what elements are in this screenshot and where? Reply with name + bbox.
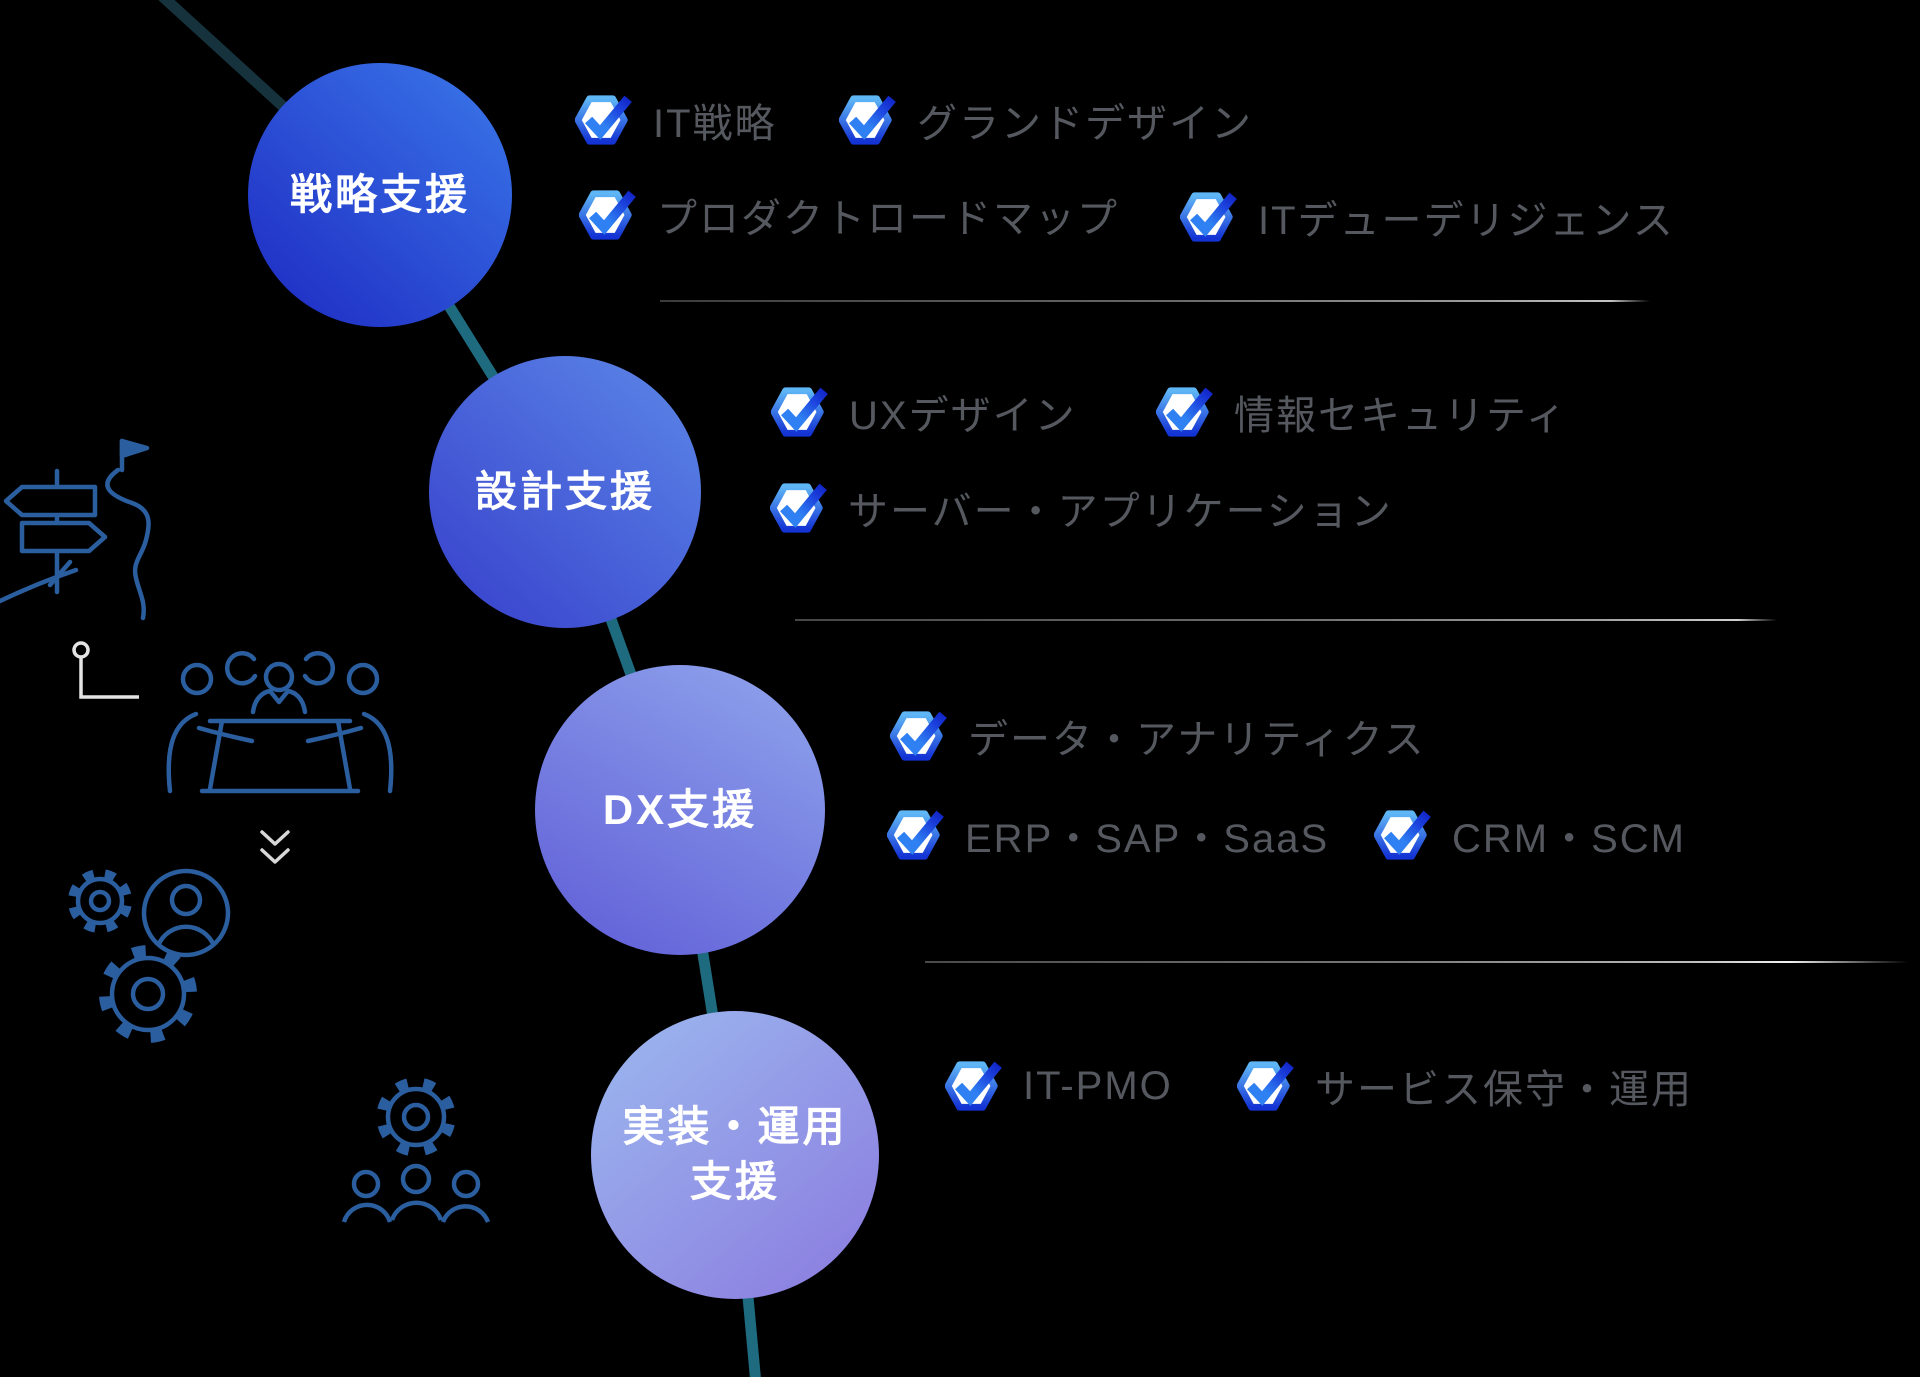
- service-item-service-maintenance: サービス保守・運用: [1237, 1057, 1693, 1115]
- service-item-it-due-diligence: ITデューデリジェンス: [1180, 188, 1675, 246]
- meeting-discussion-icon: [166, 651, 394, 794]
- check-badge-icon: [770, 480, 830, 536]
- service-label: データ・アナリティクス: [968, 718, 1426, 762]
- service-item-product-roadmap: プロダクトロードマップ: [579, 186, 1119, 244]
- stage-label: DX支援: [602, 785, 758, 833]
- stage-label-line2: 支援: [689, 1158, 780, 1205]
- gear-team-icon: [341, 1077, 491, 1223]
- service-label: グランドデザイン: [917, 102, 1253, 146]
- stage-circle-dx: DX支援: [535, 665, 825, 955]
- service-item-it-strategy: IT戦略: [575, 91, 777, 149]
- service-label: プロダクトロードマップ: [657, 197, 1119, 241]
- service-label: ERP・SAP・SaaS: [965, 817, 1330, 861]
- check-badge-icon: [945, 1058, 1005, 1114]
- gears-person-icon: [68, 868, 231, 1043]
- check-badge-icon: [579, 187, 639, 243]
- divider-line-2: [795, 619, 1777, 621]
- service-label: 情報セキュリティ: [1234, 394, 1568, 438]
- stage-circle-implementation: 実装・運用 支援: [591, 1011, 879, 1299]
- check-badge-icon: [1374, 807, 1434, 863]
- stage-label: 実装・運用 支援: [622, 1100, 847, 1209]
- divider-line-1: [660, 300, 1650, 302]
- stage-circle-strategy: 戦略支援: [248, 63, 512, 327]
- service-item-ux-design: UXデザイン: [771, 383, 1077, 441]
- service-label: CRM・SCM: [1452, 817, 1686, 861]
- stage-label: 設計支援: [474, 467, 655, 515]
- check-badge-icon: [890, 708, 950, 764]
- service-item-server-application: サーバー・アプリケーション: [770, 479, 1393, 537]
- service-label: サービス保守・運用: [1315, 1068, 1693, 1112]
- check-badge-icon: [1237, 1058, 1297, 1114]
- service-item-crm-scm: CRM・SCM: [1374, 806, 1686, 864]
- service-label: IT戦略: [653, 102, 777, 146]
- service-item-grand-design: グランドデザイン: [839, 91, 1253, 149]
- service-label: ITデューデリジェンス: [1258, 199, 1675, 243]
- service-item-erp-sap-saas: ERP・SAP・SaaS: [887, 806, 1329, 864]
- service-label: UXデザイン: [849, 394, 1077, 438]
- check-badge-icon: [1156, 384, 1216, 440]
- roadmap-signpost-icon: [0, 438, 151, 621]
- stage-label-line1: 実装・運用: [622, 1103, 848, 1151]
- milestone-marker-icon: [72, 641, 139, 699]
- service-label: IT-PMO: [1023, 1063, 1173, 1108]
- divider-line-3: [925, 961, 1908, 963]
- service-label: サーバー・アプリケーション: [848, 490, 1393, 534]
- check-badge-icon: [839, 92, 899, 148]
- check-badge-icon: [1180, 189, 1240, 245]
- stage-label: 戦略支援: [289, 170, 470, 218]
- service-item-data-analytics: データ・アナリティクス: [890, 707, 1426, 765]
- check-badge-icon: [771, 384, 831, 440]
- double-chevron-down-icon: [260, 830, 290, 864]
- stage-circle-design: 設計支援: [429, 356, 701, 628]
- service-item-it-pmo: IT-PMO: [945, 1058, 1173, 1114]
- service-item-security: 情報セキュリティ: [1156, 383, 1568, 441]
- check-badge-icon: [575, 92, 635, 148]
- check-badge-icon: [887, 807, 947, 863]
